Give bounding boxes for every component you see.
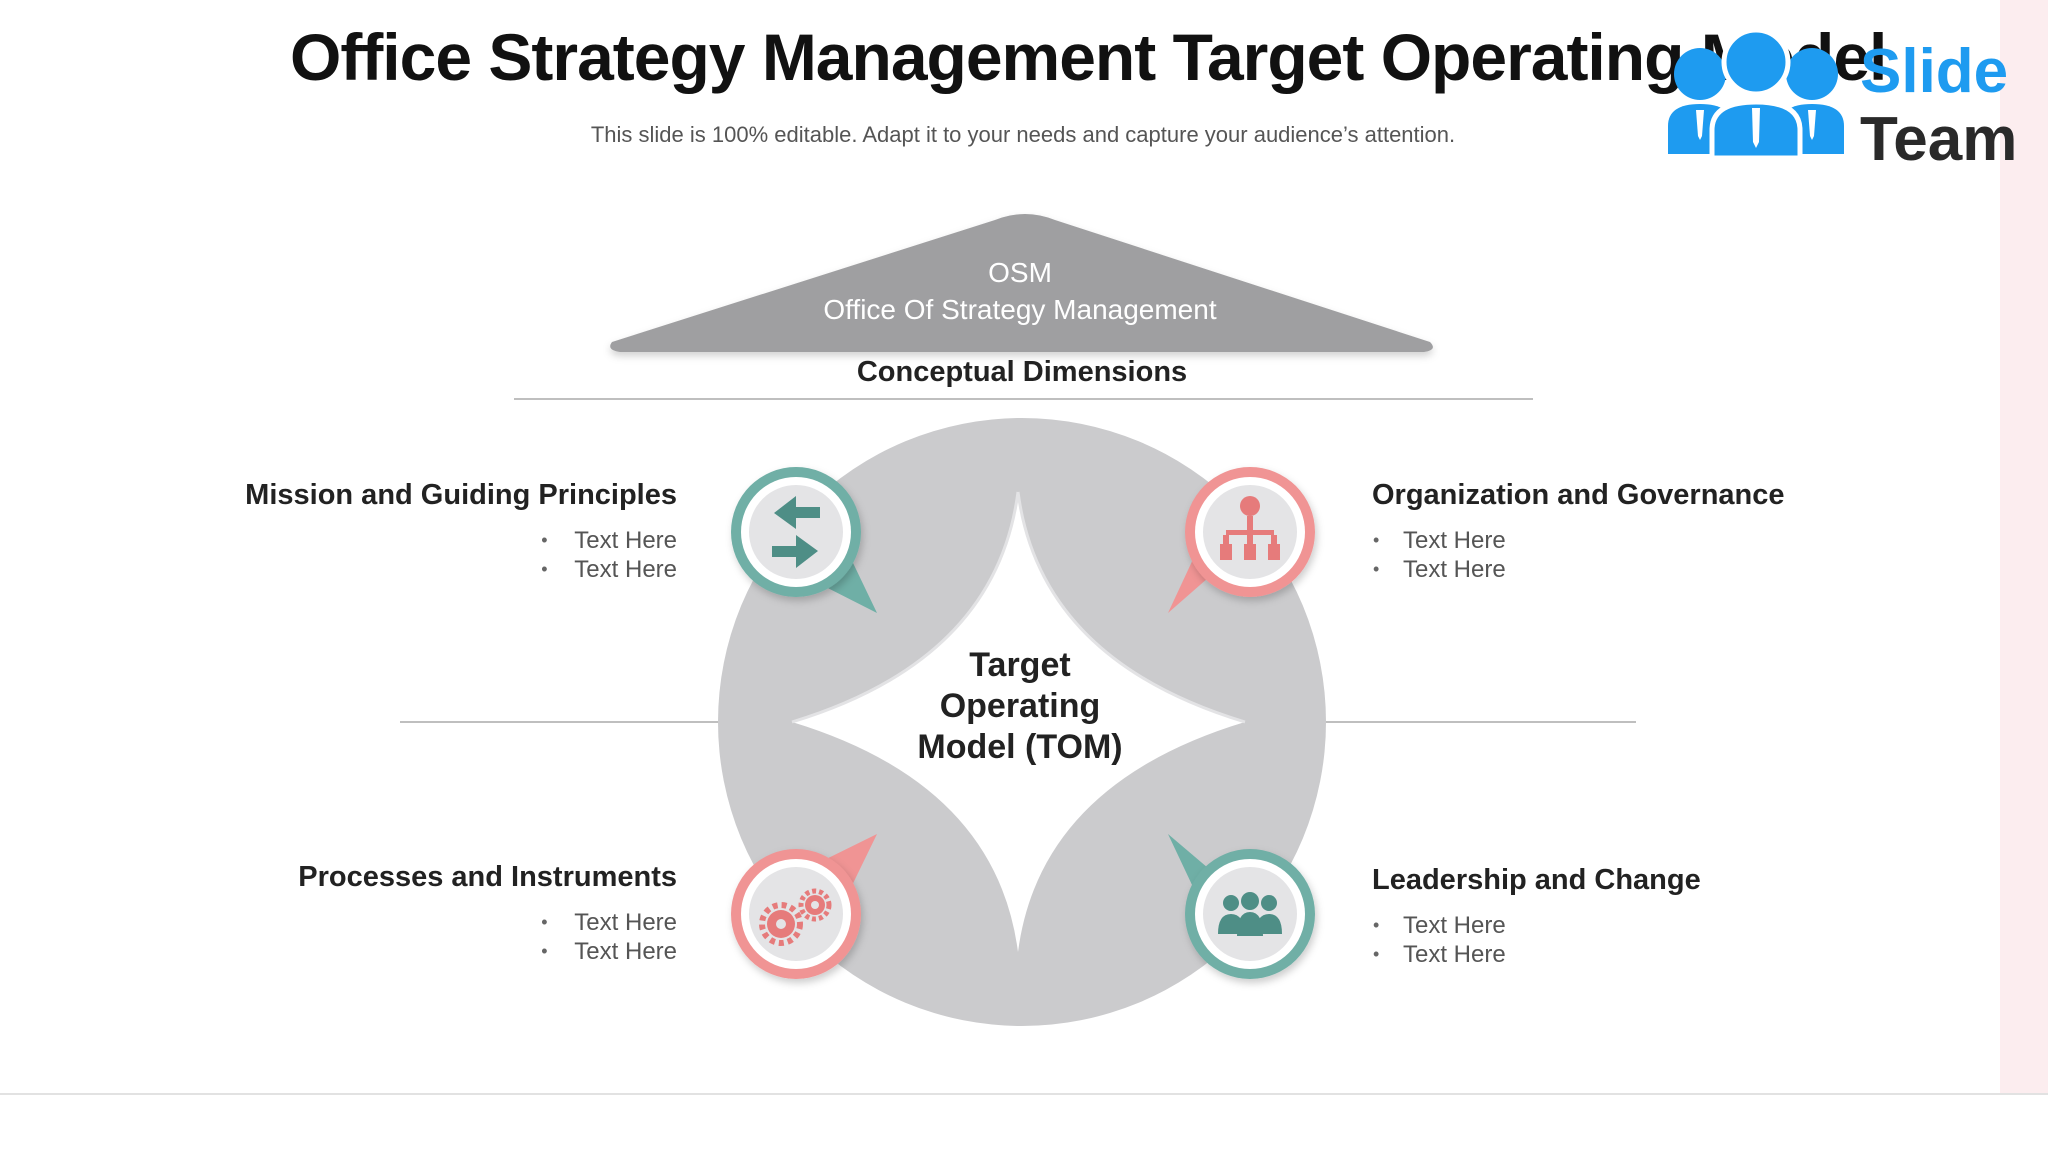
logo-word-team: Team [1860, 105, 2018, 174]
processes-badge [731, 834, 877, 979]
list-item: Text Here [1372, 940, 1892, 969]
exchange-arrows-icon [772, 496, 820, 568]
list-item: Text Here [541, 555, 677, 584]
list-item: Text Here [541, 526, 677, 555]
mission-title: Mission and Guiding Principles [245, 479, 677, 511]
tom-center-label: Target Operating Model (TOM) [880, 645, 1160, 768]
people-group-icon [1668, 27, 1844, 161]
list-item: Text Here [1372, 911, 1892, 940]
page-subtitle: This slide is 100% editable. Adapt it to… [590, 122, 1456, 147]
leadership-title: Leadership and Change [1372, 864, 1701, 896]
mission-block: Mission and Guiding Principles Text Here… [157, 479, 677, 584]
gears-icon [759, 888, 832, 946]
conceptual-dimensions-heading: Conceptual Dimensions [856, 356, 1188, 388]
center-label-line2: Operating [939, 687, 1101, 725]
list-item: Text Here [541, 937, 677, 966]
leadership-badge [1168, 834, 1315, 979]
processes-block: Processes and Instruments Text Here Text… [157, 861, 677, 966]
mission-badge [731, 467, 877, 613]
processes-title: Processes and Instruments [298, 861, 677, 893]
tom-center-star [792, 492, 1245, 952]
mission-bullets: Text Here Text Here [541, 526, 677, 584]
leadership-block: Leadership and Change Text Here Text Her… [1372, 864, 1892, 969]
osm-full-name: Office Of Strategy Management [823, 294, 1217, 325]
list-item: Text Here [541, 908, 677, 937]
center-label-line3: Model (TOM) [917, 728, 1123, 766]
leadership-bullets: Text Here Text Here [1372, 911, 1892, 969]
list-item: Text Here [1372, 555, 1892, 584]
list-item: Text Here [1372, 526, 1892, 555]
team-icon [1218, 892, 1282, 936]
center-label-line1: Target [969, 646, 1071, 684]
page-title: Office Strategy Management Target Operat… [290, 20, 1887, 94]
org-chart-icon [1220, 496, 1280, 560]
osm-acronym: OSM [988, 257, 1052, 288]
organization-badge [1168, 467, 1315, 613]
organization-block: Organization and Governance Text Here Te… [1372, 479, 1892, 584]
bottom-divider [0, 1093, 2048, 1095]
organization-bullets: Text Here Text Here [1372, 526, 1892, 584]
right-edge-strip [2000, 0, 2048, 1093]
osm-roof [610, 214, 1433, 352]
processes-bullets: Text Here Text Here [541, 908, 677, 966]
organization-title: Organization and Governance [1372, 479, 1785, 511]
logo-word-slide: Slide [1860, 37, 2009, 106]
slideteam-logo: Slide Team [1660, 26, 2020, 176]
